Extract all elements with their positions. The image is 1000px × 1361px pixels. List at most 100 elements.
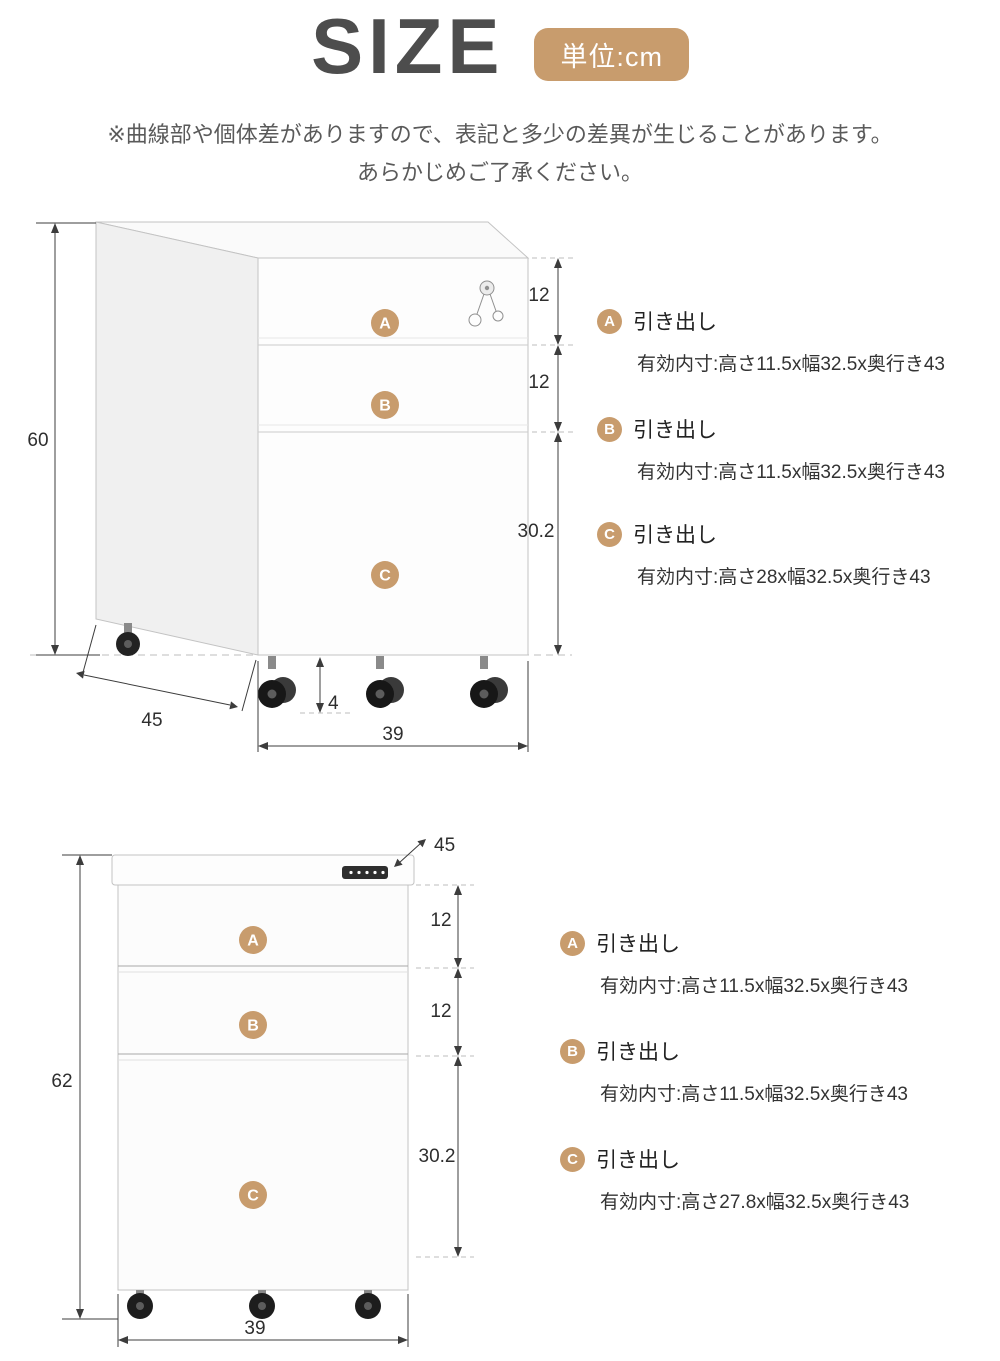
caster-front-middle	[366, 656, 404, 708]
disclaimer-line-1: ※曲線部や個体差がありますので、表記と多少の差異が生じることがあります。	[107, 122, 893, 147]
arrowhead	[554, 422, 562, 432]
caster-stem	[376, 656, 384, 669]
disclaimer: ※曲線部や個体差がありますので、表記と多少の差異が生じることがあります。 あらか…	[0, 116, 1000, 192]
legend-head: B 引き出し	[560, 1036, 960, 1066]
caster-hub	[124, 640, 132, 648]
legend-head: C 引き出し	[597, 519, 997, 549]
drawer-a-badge: A	[560, 930, 585, 956]
arrowhead	[554, 258, 562, 268]
arrowhead	[76, 1309, 84, 1319]
legend-item-c: C 引き出し 有効内寸:高さ28x幅32.5x奥行き43	[597, 519, 997, 589]
drawer-c-label: C	[239, 1181, 267, 1209]
drawer-b-letter: B	[379, 398, 391, 415]
caster-stem	[480, 656, 488, 669]
keyhole-center	[484, 285, 490, 291]
dim-label-drawer-b: 12	[528, 372, 549, 393]
arrowhead	[118, 1336, 128, 1344]
caster-right	[355, 1290, 381, 1319]
caster-middle	[249, 1290, 275, 1319]
page-title: SIZE	[311, 2, 505, 90]
legend-title: 引き出し	[633, 311, 717, 334]
drawer-c-badge: C	[560, 1146, 585, 1172]
caster-hub	[267, 689, 277, 699]
dim-label-drawer-c: 30.2	[419, 1146, 456, 1167]
dim-label-depth: 45	[141, 710, 162, 731]
legend-head: B 引き出し	[597, 414, 997, 444]
arrowhead	[229, 701, 238, 710]
arrowhead	[258, 742, 268, 750]
arrowhead	[76, 670, 85, 679]
legend-item-a: A 引き出し 有効内寸:高さ11.5x幅32.5x奥行き43	[597, 306, 997, 376]
arrowhead	[518, 742, 528, 750]
arrowhead	[417, 839, 426, 848]
arrowhead	[316, 703, 324, 713]
arrowhead	[398, 1336, 408, 1344]
drawer-a-badge: A	[597, 308, 622, 334]
drawer-a-circle	[239, 926, 267, 954]
ext-line	[81, 624, 97, 677]
legend-spec: 有効内寸:高さ11.5x幅32.5x奥行き43	[600, 1084, 908, 1105]
dim-label-height: 60	[27, 430, 48, 451]
dial-dot	[365, 870, 369, 875]
arrowhead	[454, 1056, 462, 1066]
dial-dot	[349, 870, 353, 875]
legend-spec: 有効内寸:高さ11.5x幅32.5x奥行き43	[637, 354, 945, 375]
dim-width-39: 39	[117, 1294, 409, 1347]
dim-drawer-heights: 12 12 30.2	[416, 884, 474, 1258]
dim-label-drawer-a: 12	[430, 910, 451, 931]
arrowhead	[76, 855, 84, 865]
caster-front-right	[470, 656, 508, 708]
dial-lock-body	[342, 866, 388, 879]
dim-label-drawer-a: 12	[528, 285, 549, 306]
drawer-b-circle	[239, 1011, 267, 1039]
drawer-b-label: B	[371, 391, 399, 419]
dial-dot	[381, 870, 385, 875]
drawer-a-letter: A	[247, 933, 259, 950]
dim-label-width: 39	[382, 724, 403, 745]
legend-item-c: C 引き出し 有効内寸:高さ27.8x幅32.5x奥行き43	[560, 1144, 960, 1214]
legend-spec: 有効内寸:高さ11.5x幅32.5x奥行き43	[600, 976, 908, 997]
caster-hub	[258, 1302, 266, 1310]
key-bow	[468, 313, 482, 327]
drawer-c-letter: C	[247, 1188, 259, 1205]
dim-line	[83, 674, 231, 706]
caster-stem	[268, 656, 276, 669]
arrowhead	[554, 345, 562, 355]
cabinet-front-diagram: A B C 62	[51, 835, 474, 1347]
dim-line	[398, 842, 422, 864]
legend-head: C 引き出し	[560, 1144, 960, 1174]
drawer-c-label: C	[371, 561, 399, 589]
dim-height-60: 60	[27, 222, 100, 656]
cabinet-side-face	[95, 221, 259, 656]
arrowhead	[454, 958, 462, 968]
drawer-b-letter: B	[247, 1018, 259, 1035]
cabinet-perspective-diagram: A B C	[27, 221, 574, 752]
legend-title: 引き出し	[633, 419, 717, 442]
key-shaft	[489, 293, 497, 312]
cabinet-perspective: A B C	[95, 221, 530, 708]
dim-label-drawer-c: 30.2	[518, 521, 555, 542]
dim-height-62: 62	[51, 854, 118, 1320]
drawer-c-circle	[239, 1181, 267, 1209]
legend-item-a: A 引き出し 有効内寸:高さ11.5x幅32.5x奥行き43	[560, 928, 960, 998]
drawer-a-label: A	[239, 926, 267, 954]
legend-title: 引き出し	[633, 524, 717, 547]
dim-label-depth: 45	[434, 835, 455, 856]
drawer-c-circle	[371, 561, 399, 589]
keyhole-keys-icon	[468, 280, 504, 327]
arrowhead	[454, 1247, 462, 1257]
legend-head: A 引き出し	[597, 306, 997, 336]
arrowhead	[394, 858, 403, 867]
legend-spec: 有効内寸:高さ28x幅32.5x奥行き43	[637, 567, 931, 588]
disclaimer-line-2: あらかじめご了承ください。	[356, 160, 643, 185]
legend-item-b: B 引き出し 有効内寸:高さ11.5x幅32.5x奥行き43	[560, 1036, 960, 1106]
drawer-b-badge: B	[560, 1038, 585, 1064]
arrowhead	[51, 223, 59, 233]
caster-hub	[364, 1302, 372, 1310]
dim-depth-45: 45	[76, 624, 257, 731]
drawer-c-badge: C	[597, 521, 622, 547]
legend-spec: 有効内寸:高さ11.5x幅32.5x奥行き43	[637, 462, 945, 483]
dim-label-drawer-b: 12	[430, 1001, 451, 1022]
caster-stem	[124, 623, 132, 634]
arrowhead	[454, 1046, 462, 1056]
